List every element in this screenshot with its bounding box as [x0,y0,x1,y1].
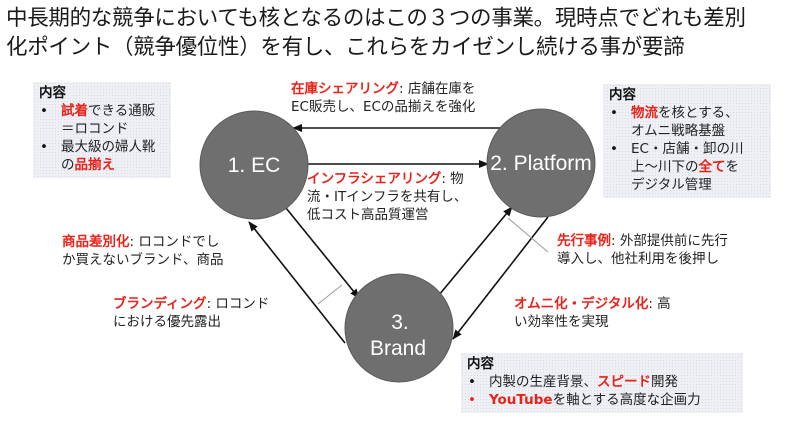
node-platform-label: 2. Platform [490,152,592,175]
title-line-2: 化ポイント（競争優位性）を有し、これらをカイゼンし続ける事が要諦 [6,35,685,60]
edge-label-precedent: 先行事例: 外部提供前に先行 導入し、他社利用を後押し [557,233,728,267]
ec-box-heading: 内容 [39,85,66,101]
node-brand: 3. Brand [344,273,454,383]
edge-label-omni-digital: オムニ化・デジタル化: 高 い効率性を実現 [514,296,671,330]
node-ec-label: 1. EC [228,154,281,177]
brand-box-item: 内製の生産背景、スピード開発 [467,373,737,391]
ec-content-box: 内容 試着できる通販 ＝ロコンド 最大級の婦人靴 の品揃え [33,82,171,178]
brand-box-item: YouTubeを軸とする高度な企画力 [467,391,737,409]
platform-box-item: 物流を核とする、 オムニ戦略基盤 [609,104,765,140]
page-title: 中長期的な競争においても核となるのはこの３つの事業。現時点でどれも差別 化ポイン… [6,4,800,62]
leader-line-precedent [507,217,549,253]
brand-box-heading: 内容 [467,356,494,372]
node-ec: 1. EC [199,110,309,220]
arrow-platform-to-brand [452,216,549,340]
edge-label-inventory-sharing: 在庫シェアリング: 店舗在庫を EC販売し、ECの品揃えを強化 [291,81,476,115]
title-line-1: 中長期的な競争においても核となるのはこの３つの事業。現時点でどれも差別 [6,6,746,31]
platform-content-box: 内容 物流を核とする、 オムニ戦略基盤 EC・店舗・卸の川 上～川下の全てを デ… [603,84,771,198]
platform-box-heading: 内容 [609,87,636,103]
ec-box-item: 最大級の婦人靴 の品揃え [39,138,165,174]
node-brand-label-line-1: 3. [391,311,409,334]
leader-line-branding [317,284,343,305]
brand-content-box: 内容 内製の生産背景、スピード開発 YouTubeを軸とする高度な企画力 [461,353,743,413]
platform-box-item: EC・店舗・卸の川 上～川下の全てを デジタル管理 [609,140,765,194]
ec-box-item: 試着できる通販 ＝ロコンド [39,102,165,138]
arrow-ec-to-brand [285,207,360,299]
arrow-brand-to-platform [433,206,513,302]
arrow-brand-to-ec [248,221,346,344]
edge-label-product-differentiation: 商品差別化: ロコンドでし か買えないブランド、商品 [62,234,224,268]
node-brand-label-line-2: Brand [370,337,426,360]
edge-label-infra-sharing: インフラシェアリング: 物 流・ITインフラを共有し、 低コスト高品質運営 [307,171,468,223]
edge-label-branding: ブランディング: ロコンド における優先露出 [113,296,270,330]
node-platform: 2. Platform [486,108,596,218]
